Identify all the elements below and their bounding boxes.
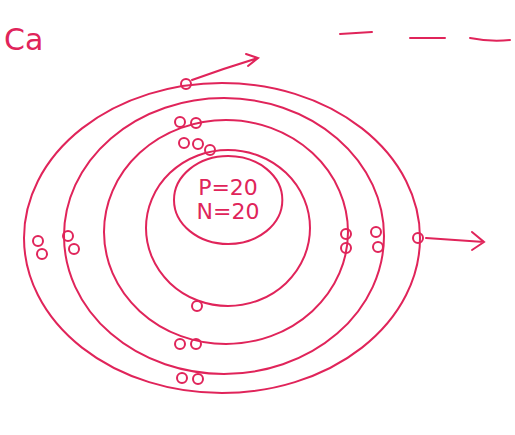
dash-marks <box>340 32 510 41</box>
electron <box>63 231 73 241</box>
electron <box>69 244 79 254</box>
electron <box>341 229 351 239</box>
electron <box>413 233 423 243</box>
nucleus: P=20N=20 <box>173 155 283 245</box>
electron <box>33 236 43 246</box>
electron <box>205 145 215 155</box>
electron <box>177 373 187 383</box>
shell-4 <box>24 83 420 393</box>
electron <box>373 242 383 252</box>
shell-3 <box>64 98 384 374</box>
shell-2 <box>104 120 348 344</box>
electron <box>341 243 351 253</box>
arrow <box>426 232 484 250</box>
electron <box>371 227 381 237</box>
element-symbol: Ca <box>4 22 43 57</box>
electron <box>193 139 203 149</box>
shell-1 <box>146 150 310 306</box>
electron <box>179 138 189 148</box>
electron <box>175 339 185 349</box>
electron <box>175 117 185 127</box>
electron <box>193 374 203 384</box>
electron <box>191 118 201 128</box>
electron <box>181 79 191 89</box>
nucleus-count: P=20 <box>197 176 260 200</box>
electron <box>191 339 201 349</box>
electron <box>192 301 202 311</box>
nucleus-count: N=20 <box>197 200 260 224</box>
electron <box>37 249 47 259</box>
arrow <box>192 54 258 80</box>
